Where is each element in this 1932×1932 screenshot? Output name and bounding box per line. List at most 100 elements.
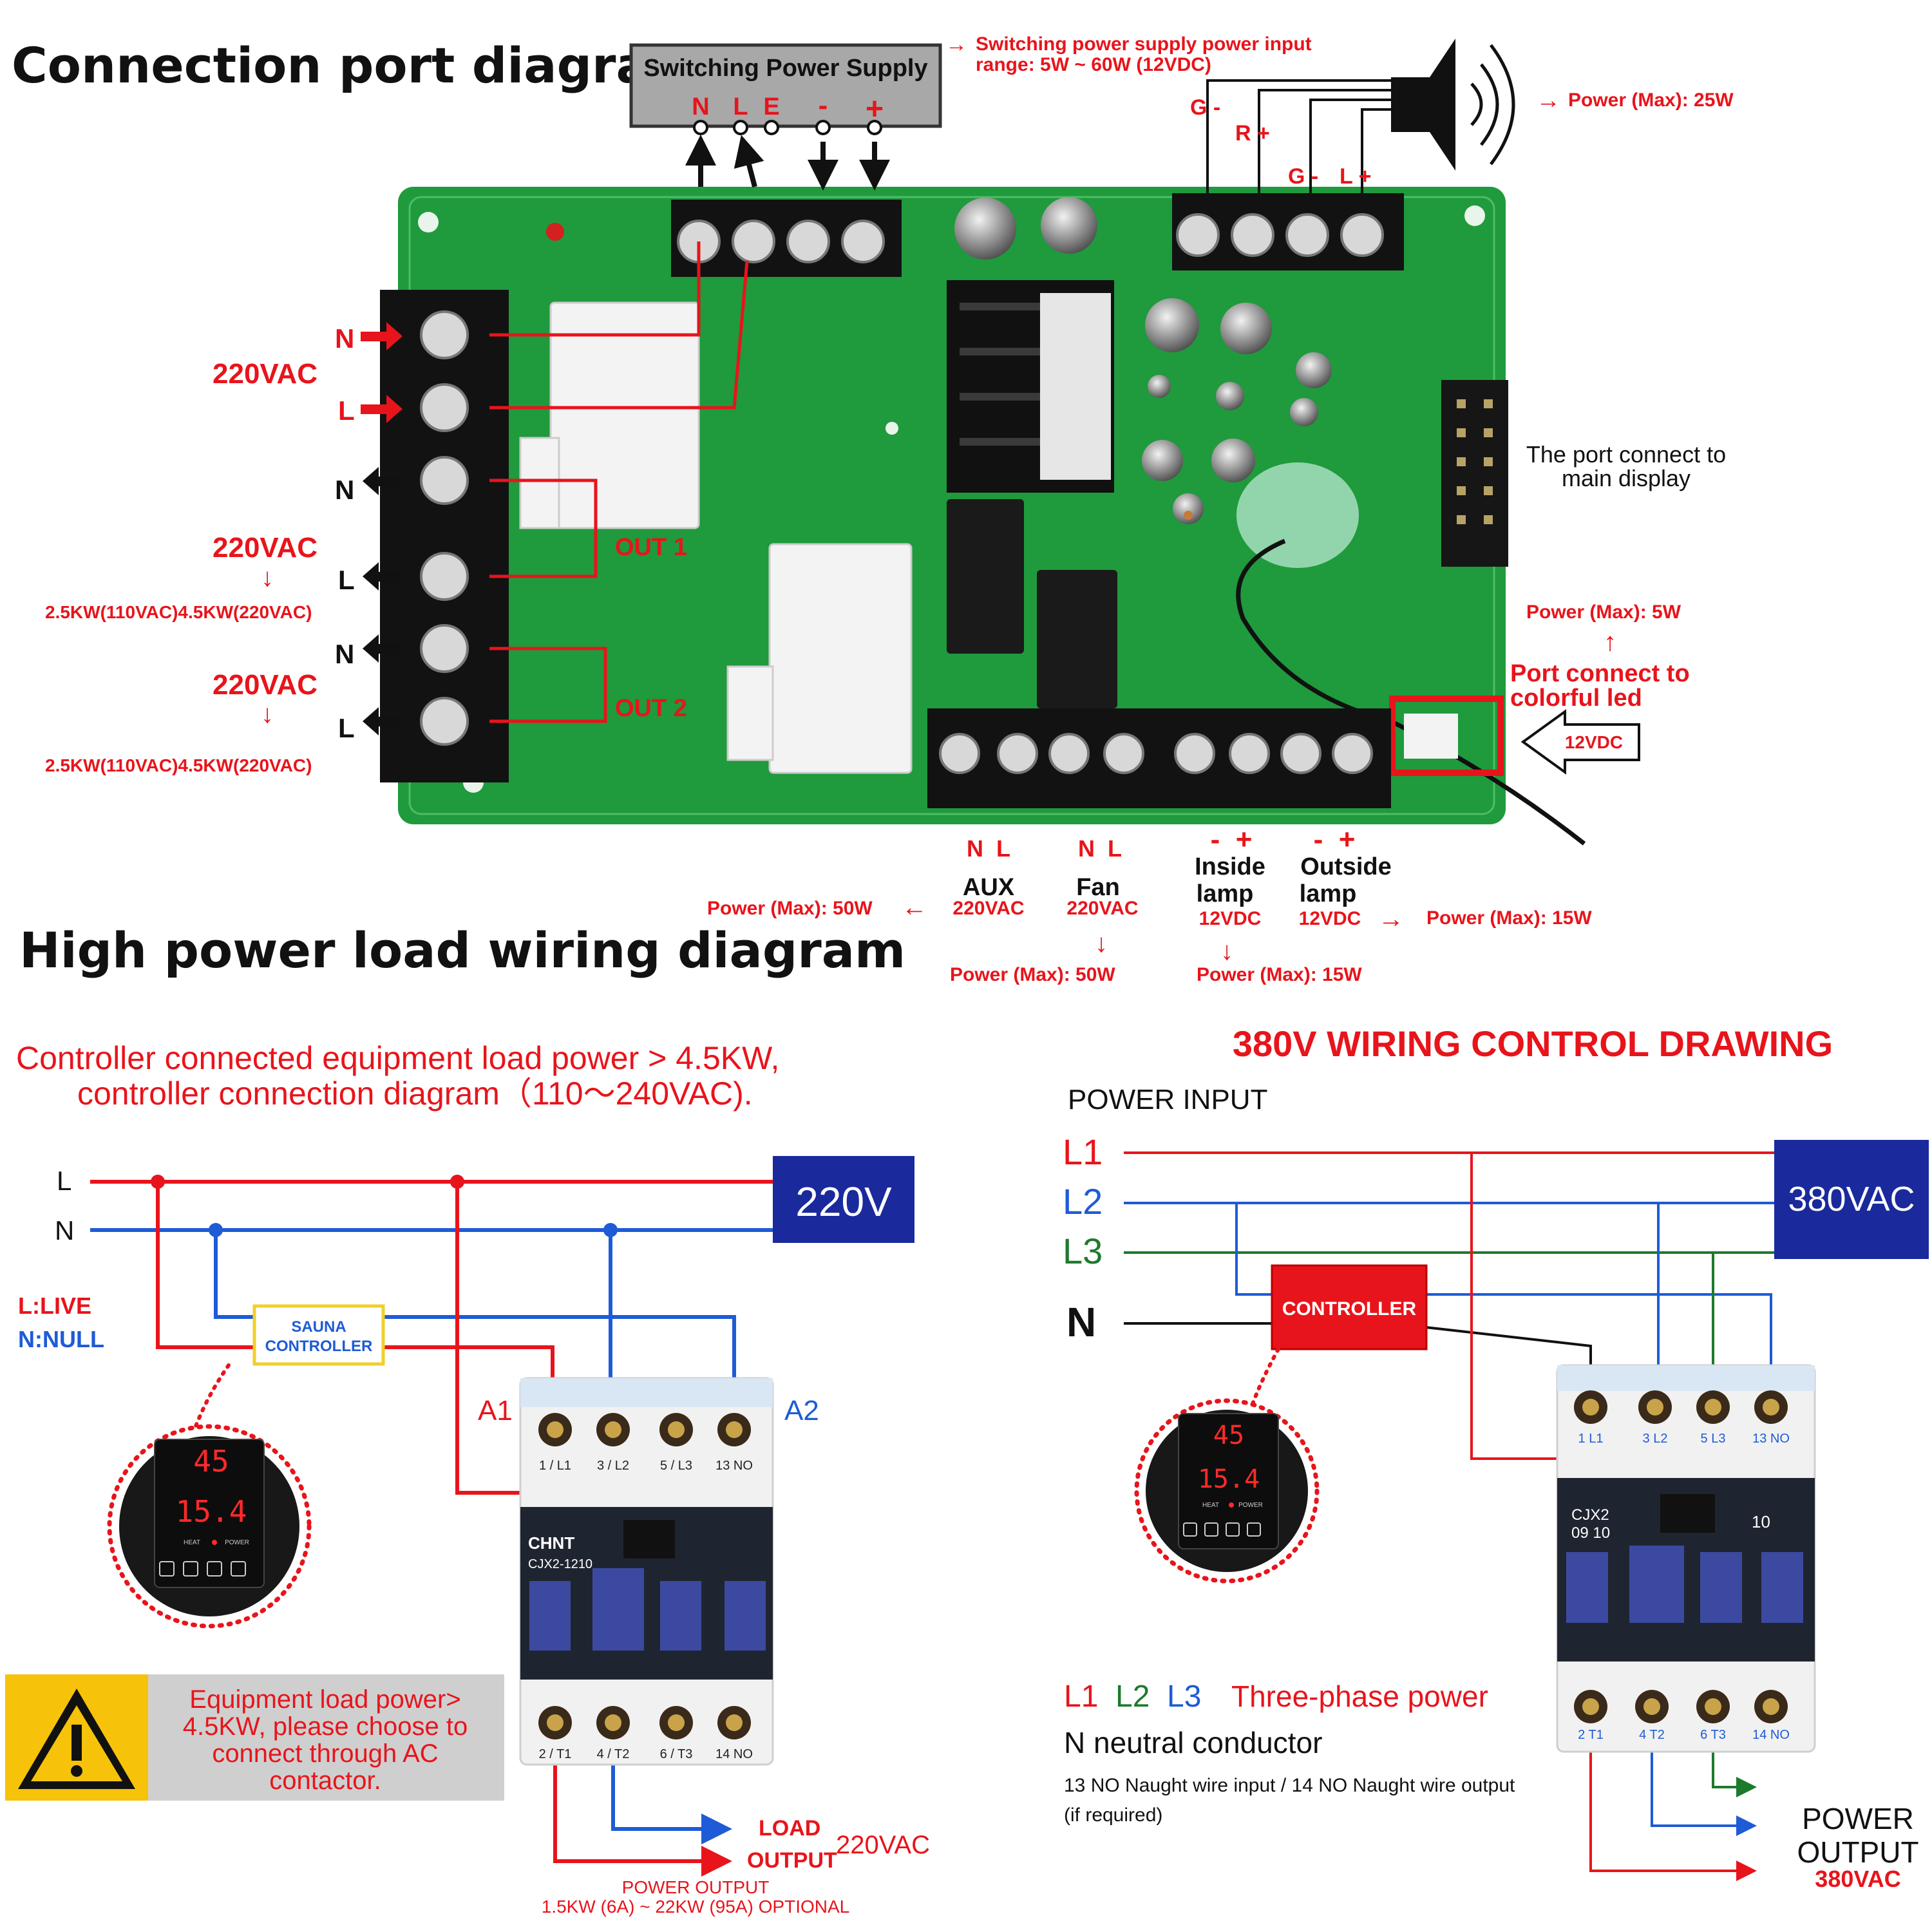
left-display-bottom: 15.4: [176, 1494, 247, 1529]
right-ct-bot-4: 14 NO: [1752, 1728, 1790, 1742]
left-heading-line1: Controller connected equipment load powe…: [16, 1040, 779, 1076]
right-ct-top-1: 1 L1: [1578, 1432, 1604, 1446]
input-n-label: N: [335, 323, 354, 354]
psu-label: Switching Power Supply: [643, 55, 927, 82]
psu-arrow: →: [945, 32, 967, 57]
right-ct-top-4: 13 NO: [1752, 1432, 1790, 1446]
left-n-label: N: [55, 1215, 74, 1245]
aux-nl: N L: [967, 835, 1010, 862]
warning-line3: connect through AC: [212, 1739, 438, 1768]
display-port-line2: main display: [1562, 465, 1690, 491]
sauna-controller-box: [252, 1304, 385, 1366]
inside-arrow: ↓: [1220, 937, 1233, 965]
pcb-board: [398, 187, 1586, 846]
phase-l2: L2: [1115, 1680, 1150, 1714]
led-port-line1: Port connect to: [1510, 660, 1690, 687]
outside-power: Power (Max): 15W: [1426, 907, 1592, 929]
right-ct-bot-1: 2 T1: [1578, 1728, 1604, 1742]
psu-terminal-l: L: [733, 93, 748, 120]
led-port-line2: colorful led: [1510, 685, 1642, 712]
right-display-bottom: 15.4: [1198, 1464, 1260, 1494]
terminal-block-power: [671, 200, 902, 277]
phase-l1: L1: [1064, 1680, 1098, 1714]
power-input-label: POWER INPUT: [1068, 1084, 1267, 1115]
naught-note-2: (if required): [1064, 1804, 1162, 1826]
out1-rating: 2.5KW(110VAC)4.5KW(220VAC): [45, 602, 312, 622]
left-display-top: 45: [193, 1444, 229, 1479]
warning-line1: Equipment load power>: [189, 1685, 460, 1714]
controller-label: CONTROLLER: [1282, 1298, 1417, 1320]
right-out-voltage: 380VAC: [1815, 1866, 1900, 1892]
warning-box: Equipment load power> 4.5KW, please choo…: [5, 1674, 504, 1801]
left-ct-brand: CHNT: [528, 1533, 574, 1553]
right-display-top: 45: [1213, 1421, 1244, 1450]
right-title: 380V WIRING CONTROL DRAWING: [1233, 1023, 1833, 1064]
input-l-label: L: [338, 395, 355, 426]
line-l3: L3: [1063, 1231, 1103, 1271]
psu-note-line1: Switching power supply power input: [976, 33, 1312, 55]
terminal-block-speaker: [1172, 193, 1404, 270]
led-input-arrow: [1520, 709, 1640, 775]
sauna-controller-line2: CONTROLLER: [265, 1338, 373, 1355]
speaker-term-2: R +: [1235, 121, 1270, 146]
out1-n-label: N: [335, 475, 354, 505]
left-heading-line2: controller connection diagram（110～240VAC…: [77, 1075, 753, 1112]
legend-live: L:LIVE: [18, 1293, 91, 1319]
power-output-range: 1.5KW (6A) ~ 22KW (95A) OPTIONAL: [542, 1897, 849, 1917]
sauna-controller-line1: SAUNA: [291, 1318, 346, 1336]
inside-pol: - +: [1211, 824, 1253, 855]
display-port-line1: The port connect to: [1526, 441, 1726, 468]
out1-l-label: L: [338, 565, 355, 595]
left-ct-bot-3: 6 / T3: [660, 1747, 693, 1761]
speaker-wires: [1206, 79, 1391, 193]
supply-220v: 220V: [795, 1179, 892, 1225]
outside-name2: lamp: [1300, 880, 1357, 907]
switching-power-supply: Switching Power Supply N L E - +: [629, 43, 942, 135]
psu-terminal-e: E: [763, 93, 779, 120]
fan-voltage: 220VAC: [1066, 898, 1138, 919]
left-display-power: POWER: [225, 1539, 249, 1546]
left-ct-top-1: 1 / L1: [539, 1459, 571, 1473]
outside-name1: Outside: [1300, 853, 1391, 880]
right-ct-top-2: 3 L2: [1643, 1432, 1668, 1446]
left-ct-bot-4: 14 NO: [715, 1747, 753, 1761]
out2-n-label: N: [335, 639, 354, 669]
supply-220v-box: [773, 1156, 914, 1243]
speaker-icon: [1391, 39, 1515, 171]
right-controller-display: 45 15.4 HEAT POWER: [1134, 1347, 1320, 1584]
psu-terminal-n: N: [692, 93, 709, 120]
speaker-term-1: G -: [1190, 95, 1220, 120]
out2-l-label: L: [338, 713, 355, 743]
left-ct-bot-1: 2 / T1: [539, 1747, 572, 1761]
phase-label: Three-phase power: [1231, 1680, 1488, 1713]
heatsink: [947, 280, 1114, 493]
load-voltage: 220VAC: [836, 1831, 930, 1859]
load-label-1: LOAD: [759, 1816, 820, 1841]
left-ct-top-3: 5 / L3: [660, 1459, 692, 1473]
line-l2: L2: [1063, 1181, 1103, 1222]
left-ct-model: CJX2-1210: [528, 1557, 592, 1571]
fan-name: Fan: [1076, 874, 1120, 901]
controller-box: [1271, 1264, 1428, 1350]
left-contactor: 1 / L1 3 / L2 5 / L3 13 NO CHNT CJX2-121…: [519, 1377, 774, 1766]
a1-label: A1: [478, 1395, 513, 1426]
psu-terminal-minus: -: [819, 90, 828, 121]
psu-arrows: [685, 135, 890, 191]
right-ct-bot-2: 4 T2: [1639, 1728, 1665, 1742]
out2-rating: 2.5KW(110VAC)4.5KW(220VAC): [45, 755, 312, 775]
right-ct-bot-3: 6 T3: [1700, 1728, 1726, 1742]
out1-label: OUT 1: [615, 534, 687, 561]
neutral-label: N neutral conductor: [1064, 1726, 1322, 1759]
right-ct-model2: 09 10: [1571, 1524, 1610, 1542]
right-ct-top-3: 5 L3: [1701, 1432, 1726, 1446]
left-l-label: L: [57, 1166, 71, 1196]
inside-name1: Inside: [1195, 853, 1265, 880]
warning-line2: 4.5KW, please choose to: [183, 1712, 468, 1741]
speaker-power: Power (Max): 25W: [1568, 90, 1734, 111]
legend-null: N:NULL: [18, 1326, 104, 1352]
terminal-block-bottom: [927, 708, 1391, 808]
left-ct-top-4: 13 NO: [715, 1459, 753, 1473]
terminal-arrows: [361, 322, 404, 735]
line-l1: L1: [1063, 1132, 1103, 1172]
